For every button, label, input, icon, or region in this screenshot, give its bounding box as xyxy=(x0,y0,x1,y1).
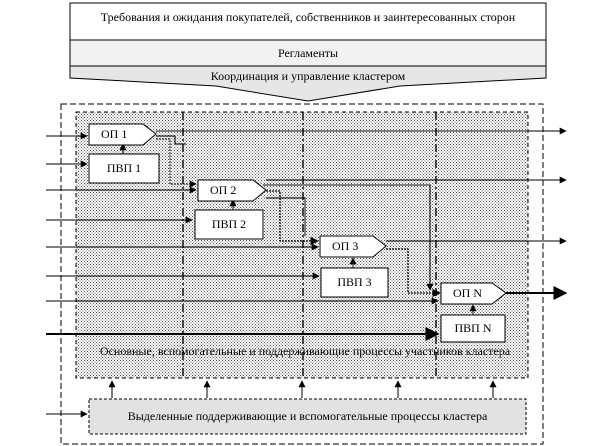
op-1-shape xyxy=(88,123,157,146)
op-n-shape xyxy=(440,282,507,305)
support-arrows xyxy=(119,143,477,315)
op-3-label: ОП 3 xyxy=(332,239,359,253)
requirements-label: Требования и ожидания покупателей, собст… xyxy=(100,10,516,24)
outgoing-arrows xyxy=(156,127,568,300)
pvp-2-shape xyxy=(194,209,264,240)
bottom-box-shape xyxy=(88,398,527,435)
coordination-label: Координация и управление кластером xyxy=(210,69,406,83)
regulations-band xyxy=(69,39,547,67)
pvp-1-label: ПВП 1 xyxy=(106,161,142,175)
op-2-label: ОП 2 xyxy=(210,183,237,197)
regulations-label: Регламенты xyxy=(277,46,339,60)
op-1-label: ОП 1 xyxy=(101,127,128,141)
bottom-box-label: Выделенные поддерживающие и вспомогатель… xyxy=(127,409,488,423)
pvp-n-shape xyxy=(440,314,506,343)
op-2-shape xyxy=(197,179,267,202)
separator-lines xyxy=(182,112,437,378)
coordination-chevron xyxy=(69,65,547,102)
pvp-n-label: ПВП N xyxy=(454,321,492,335)
requirements-band xyxy=(69,2,547,41)
upward-arrows xyxy=(46,380,497,418)
incoming-arrows xyxy=(46,132,440,341)
cluster-area-label: Основные, вспомогательные и поддерживающ… xyxy=(99,344,511,358)
cluster-outer-border xyxy=(60,103,544,445)
pvp-2-label: ПВП 2 xyxy=(211,217,247,231)
pvp-3-shape xyxy=(320,267,389,298)
pvp-3-label: ПВП 3 xyxy=(337,275,372,289)
pvp-1-shape xyxy=(88,153,160,184)
op-n-label: ОП N xyxy=(453,286,482,300)
flow-connectors xyxy=(156,135,441,298)
op-3-shape xyxy=(319,235,387,258)
